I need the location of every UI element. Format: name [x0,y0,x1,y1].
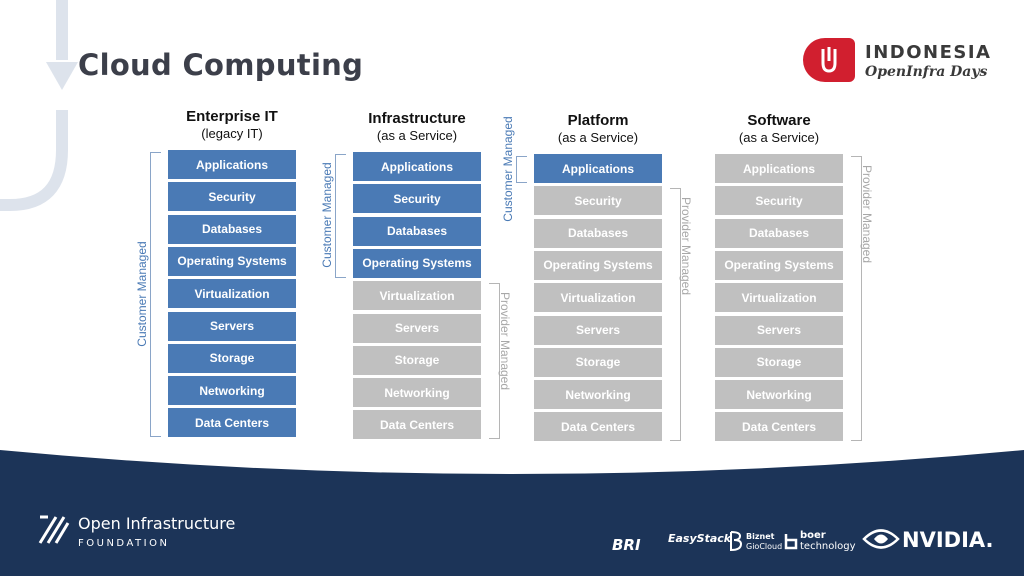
layer-box: Servers [534,315,662,345]
layer-box: Virtualization [715,283,843,313]
column-subtitle: (as a Service) [557,130,639,145]
column-title: Platform [567,112,629,129]
openinfra-foundation-logo-icon [38,515,70,544]
sponsor-easystack-logo: EasyStack [668,532,732,545]
column-header: Software(as a Service) [699,112,859,145]
customer-managed-bracket [516,156,527,183]
layer-box: Networking [534,380,662,410]
layer-box: Storage [534,347,662,377]
layer-box: Operating Systems [353,248,481,278]
layer-box: Operating Systems [168,246,296,276]
layer-box: Data Centers [353,410,481,440]
layer-box: Security [353,184,481,214]
column-subtitle: (as a Service) [738,130,820,145]
layer-box: Virtualization [534,283,662,313]
column-subtitle: (as a Service) [376,128,458,143]
sponsor-bri-logo: BRI [612,536,641,554]
boer-icon [784,534,798,550]
customer-managed-label: Customer Managed [501,115,515,222]
layer-box: Operating Systems [715,250,843,280]
layer-box: Networking [353,378,481,408]
footer-banner [0,450,1024,576]
biznet-icon [730,531,743,552]
layer-box: Servers [715,315,843,345]
column-header: Platform(as a Service) [518,112,678,145]
layer-box: Virtualization [353,281,481,311]
layer-box: Data Centers [534,412,662,442]
nvidia-eye-icon [862,529,900,549]
event-logo: INDONESIA OpenInfra Days [803,38,993,84]
layer-box: Servers [168,311,296,341]
layer-box: Networking [168,376,296,406]
column-header: Infrastructure(as a Service) [337,110,497,143]
layer-box: Databases [353,216,481,246]
sponsor-boer-technology: technology [800,541,856,552]
openinfra-logo-icon [803,38,855,82]
decorative-arrow-graphic [0,0,78,211]
layer-box: Applications [534,154,662,183]
customer-managed-label: Customer Managed [135,240,149,347]
layer-box: Security [715,186,843,216]
column-title: Software [747,112,811,129]
layer-box: Applications [353,152,481,181]
layer-box: Storage [715,347,843,377]
customer-managed-label: Customer Managed [320,162,334,268]
customer-managed-bracket [335,154,346,278]
layer-box: Databases [534,218,662,248]
layer-box: Storage [353,345,481,375]
event-name: INDONESIA [865,42,992,63]
provider-managed-bracket [670,188,681,442]
column-header: Enterprise IT(legacy IT) [152,108,312,141]
layer-box: Servers [353,313,481,343]
provider-managed-label: Provider Managed [679,197,693,296]
foundation-name: Open Infrastructure [78,514,236,533]
foundation-subtitle: FOUNDATION [78,538,170,549]
layer-box: Databases [168,214,296,244]
column-subtitle: (legacy IT) [201,126,263,141]
layer-box: Applications [715,154,843,183]
event-subtitle: OpenInfra Days [865,64,988,80]
layer-box: Data Centers [168,408,296,438]
layer-box: Networking [715,380,843,410]
provider-managed-bracket [489,283,500,440]
provider-managed-label: Provider Managed [860,164,874,264]
provider-managed-label: Provider Managed [498,292,512,391]
layer-box: Databases [715,218,843,248]
sponsor-giocloud-logo: GioCloud [746,542,783,551]
layer-box: Storage [168,343,296,373]
column-title: Infrastructure [368,110,466,127]
layer-box: Security [168,182,296,212]
layer-box: Operating Systems [534,250,662,280]
layer-box: Data Centers [715,412,843,442]
layer-box: Applications [168,150,296,179]
layer-box: Security [534,186,662,216]
sponsor-biznet-logo: Biznet [746,532,775,541]
column-title: Enterprise IT [186,108,278,125]
sponsor-nvidia-logo: NVIDIA. [902,528,994,552]
layer-box: Virtualization [168,279,296,309]
customer-managed-bracket [150,152,161,438]
page-title: Cloud Computing [78,48,364,82]
provider-managed-bracket [851,156,862,442]
sponsor-boer-logo: boer [800,530,826,541]
